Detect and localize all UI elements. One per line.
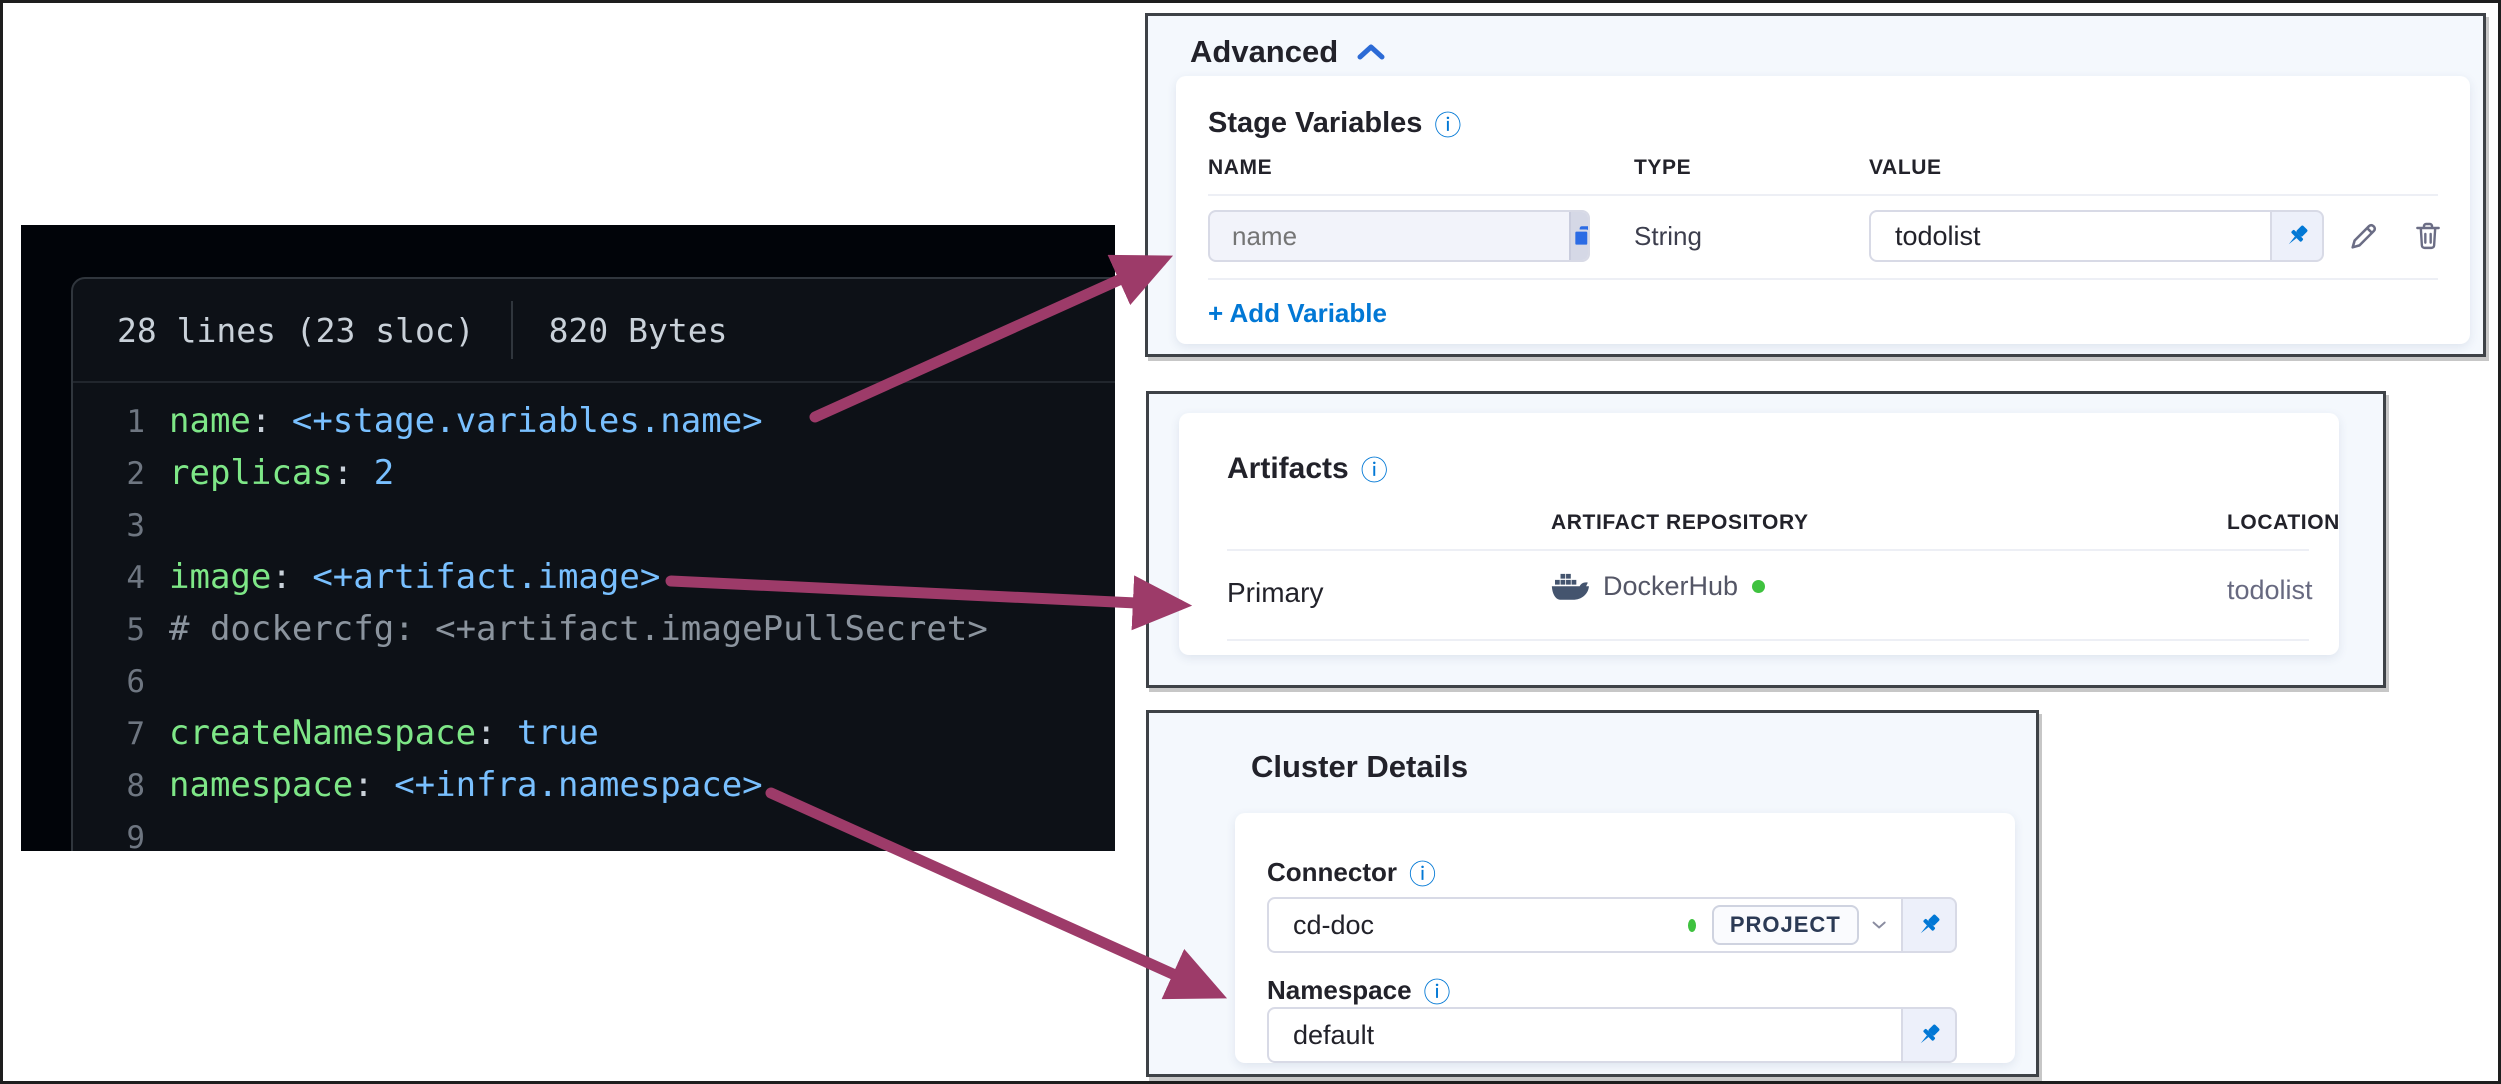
artifacts-card: Artifacts ⓘ ARTIFACT REPOSITORY LOCATION… xyxy=(1179,413,2339,655)
artifacts-panel: Artifacts ⓘ ARTIFACT REPOSITORY LOCATION… xyxy=(1146,391,2386,688)
code-line: 2 replicas: 2 xyxy=(73,447,1115,499)
connector-input[interactable] xyxy=(1269,909,1688,941)
code-line: 9 xyxy=(73,811,1115,851)
advanced-section-toggle[interactable]: Advanced xyxy=(1190,34,1386,70)
row-divider-line xyxy=(1208,278,2438,280)
delete-variable-button[interactable] xyxy=(2408,216,2448,256)
file-size-info: 820 Bytes xyxy=(548,310,728,350)
connector-status-dot xyxy=(1687,918,1696,932)
artifact-location-value: todolist xyxy=(2227,575,2313,605)
connector-field[interactable]: PROJECT xyxy=(1267,897,1903,953)
trash-icon xyxy=(2416,222,2440,250)
stage-variables-card: Stage Variables ⓘ NAME TYPE VALUE String xyxy=(1176,76,2470,344)
code-line: 5 # dockercfg: <+artifact.imagePullSecret… xyxy=(73,603,1115,655)
line-number[interactable]: 9 xyxy=(126,820,145,851)
code-token: createNamespace xyxy=(169,713,477,753)
line-number[interactable]: 8 xyxy=(126,768,145,804)
info-icon[interactable]: ⓘ xyxy=(1360,456,1388,486)
line-number[interactable]: 4 xyxy=(126,560,145,596)
copy-button[interactable] xyxy=(1569,212,1588,260)
namespace-field[interactable] xyxy=(1267,1007,1903,1063)
edit-variable-button[interactable] xyxy=(2344,216,2384,256)
cluster-details-card: Connector ⓘ PROJECT xyxy=(1235,813,2015,1063)
column-header-value: VALUE xyxy=(1869,156,1942,179)
advanced-title: Advanced xyxy=(1190,34,1339,69)
code-line: 7 createNamespace: true xyxy=(73,707,1115,759)
connector-status-dot xyxy=(1752,580,1766,593)
info-icon[interactable]: ⓘ xyxy=(1409,860,1436,890)
header-divider xyxy=(510,301,513,359)
column-header-name: NAME xyxy=(1208,156,1273,179)
code-token: : xyxy=(332,453,374,493)
info-icon[interactable]: ⓘ xyxy=(1423,978,1451,1008)
line-number[interactable]: 3 xyxy=(126,508,145,544)
code-line: 3 xyxy=(73,499,1115,551)
file-lines-info: 28 lines (23 sloc) xyxy=(117,310,475,350)
line-number[interactable]: 5 xyxy=(126,612,145,648)
code-token: name xyxy=(169,401,251,441)
column-header-location: LOCATION xyxy=(2227,511,2340,534)
code-token: true xyxy=(517,713,599,753)
code-viewer-panel: 28 lines (23 sloc) 820 Bytes 1 name: <+st… xyxy=(21,225,1115,851)
code-token: 2 xyxy=(373,453,395,493)
code-token: : xyxy=(250,401,292,441)
line-number[interactable]: 1 xyxy=(126,404,145,440)
artifact-repository-cell[interactable]: DockerHub xyxy=(1551,571,1766,602)
code-token: : xyxy=(353,765,395,805)
namespace-input[interactable] xyxy=(1269,1019,1901,1051)
code-token: replicas xyxy=(169,453,333,493)
code-token: namespace xyxy=(169,765,354,805)
value-pin-button[interactable] xyxy=(2272,210,2324,262)
pushpin-icon xyxy=(1920,914,1940,934)
variable-name-field xyxy=(1208,210,1590,262)
copy-icon xyxy=(1573,226,1588,247)
code-token: image xyxy=(169,557,272,597)
scope-badge: PROJECT xyxy=(1711,905,1859,945)
code-line: 6 xyxy=(73,655,1115,707)
cluster-details-heading: Cluster Details xyxy=(1251,749,1469,784)
variable-value-input[interactable] xyxy=(1871,220,2270,252)
artifact-repository-name: DockerHub xyxy=(1603,571,1739,601)
artifacts-header-divider xyxy=(1227,549,2309,551)
code-file-header: 28 lines (23 sloc) 820 Bytes xyxy=(73,279,1115,383)
artifacts-row-divider xyxy=(1227,639,2309,641)
code-line: 1 name: <+stage.variables.name> xyxy=(73,395,1115,447)
code-token: : xyxy=(476,713,517,753)
pushpin-icon xyxy=(2288,225,2308,245)
code-line: 8 namespace: <+infra.namespace> xyxy=(73,759,1115,811)
chevron-up-icon xyxy=(1357,44,1385,60)
code-token: # dockercfg: <+artifact.imagePullSecret> xyxy=(169,609,988,649)
line-number[interactable]: 6 xyxy=(126,664,145,700)
code-token: <+infra.namespace> xyxy=(394,765,763,805)
namespace-label: Namespace ⓘ xyxy=(1267,971,1451,1010)
docker-whale-icon xyxy=(1551,573,1589,600)
code-token: <+artifact.image> xyxy=(312,557,661,597)
advanced-panel: Advanced Stage Variables ⓘ NAME TYPE VAL… xyxy=(1145,13,2486,357)
header-divider-line xyxy=(1208,194,2438,196)
code-lines: 1 name: <+stage.variables.name> 2 replicas:… xyxy=(73,383,1115,851)
line-number[interactable]: 2 xyxy=(126,456,145,492)
variable-type-value: String xyxy=(1634,220,1702,251)
column-header-type: TYPE xyxy=(1634,156,1692,179)
stage-variables-heading: Stage Variables ⓘ xyxy=(1208,104,1461,143)
code-file-box: 28 lines (23 sloc) 820 Bytes 1 name: <+st… xyxy=(71,277,1115,851)
pencil-icon xyxy=(2351,223,2377,249)
variable-name-input[interactable] xyxy=(1210,219,1569,253)
column-header-artifact-repository: ARTIFACT REPOSITORY xyxy=(1551,511,1809,534)
connector-label: Connector ⓘ xyxy=(1267,853,1436,892)
add-variable-button[interactable]: + Add Variable xyxy=(1208,298,1387,328)
pushpin-icon xyxy=(1920,1024,1940,1044)
cluster-details-panel: Cluster Details Connector ⓘ PROJECT xyxy=(1146,710,2039,1077)
connector-pin-button[interactable] xyxy=(1903,897,1957,953)
artifact-row-label: Primary xyxy=(1227,577,1324,608)
namespace-pin-button[interactable] xyxy=(1903,1007,1957,1063)
code-token: : xyxy=(271,557,313,597)
variable-value-field xyxy=(1869,210,2272,262)
code-token: <+stage.variables.name> xyxy=(291,401,763,441)
line-number[interactable]: 7 xyxy=(126,716,145,752)
code-line: 4 image: <+artifact.image> xyxy=(73,551,1115,603)
artifacts-heading: Artifacts ⓘ xyxy=(1227,449,1388,488)
chevron-down-icon[interactable] xyxy=(1871,916,1887,934)
info-icon[interactable]: ⓘ xyxy=(1434,111,1462,141)
